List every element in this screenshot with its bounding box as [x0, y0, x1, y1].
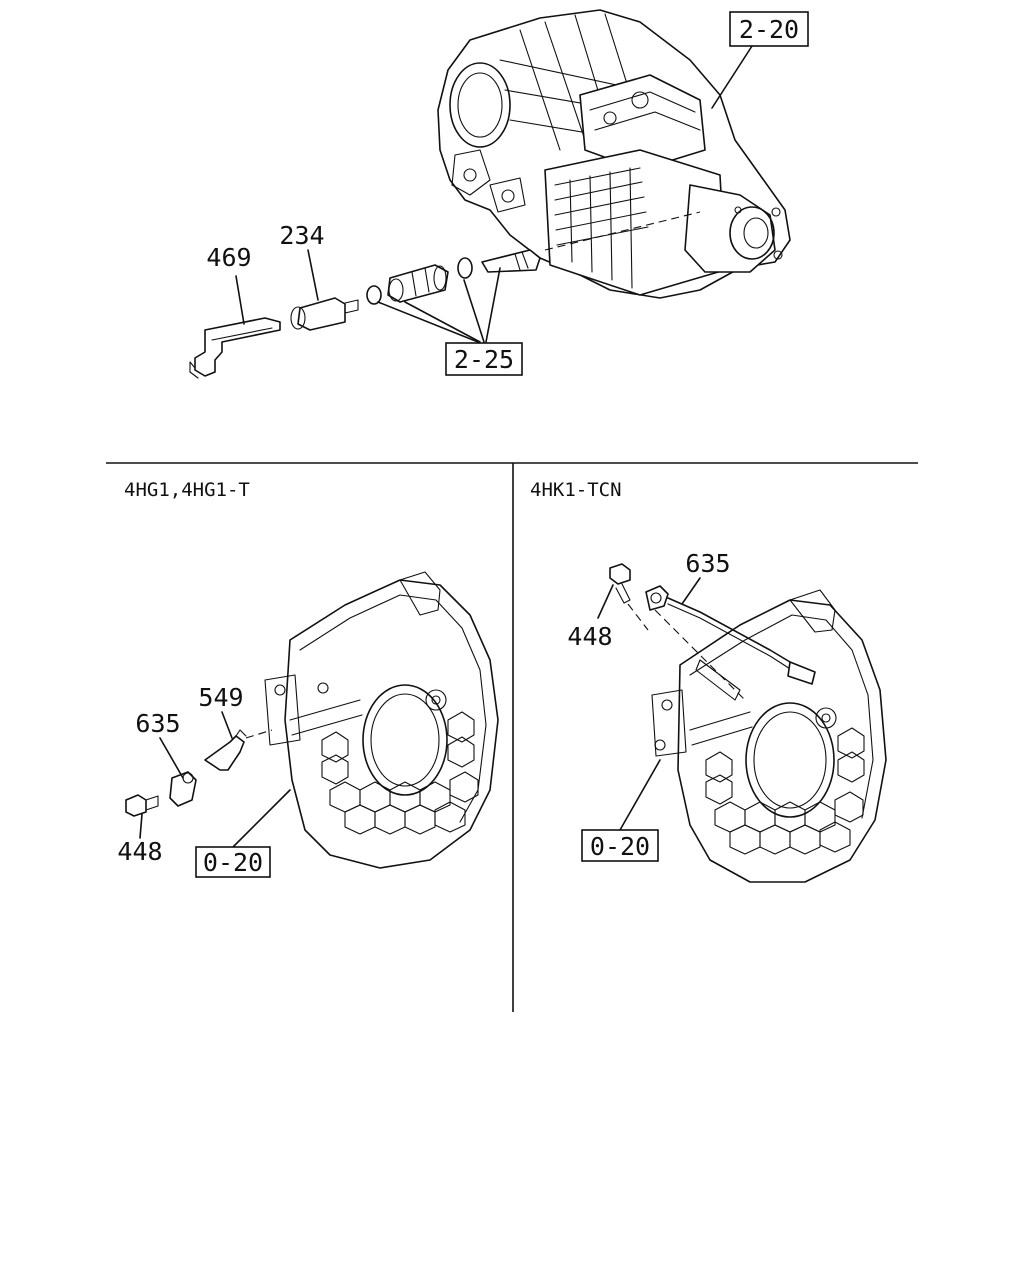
- section-title-left: 4HG1,4HG1-T: [124, 479, 250, 501]
- ref-label-0-20-left: 0-20: [203, 848, 263, 877]
- ref-box-2-20: [729, 11, 809, 47]
- leader-lines-left: [139, 711, 291, 848]
- leader-lines-top: [235, 249, 501, 343]
- part-number-448-right: 448: [567, 622, 612, 651]
- sensor-parts-left: [125, 729, 273, 817]
- ref-label-2-20: 2-20: [739, 15, 799, 44]
- callout-2-25: 2-25: [445, 342, 523, 376]
- callout-2-20: 2-20: [711, 11, 809, 109]
- ref-label-0-20-right: 0-20: [590, 832, 650, 861]
- section-title-right: 4HK1-TCN: [530, 479, 622, 501]
- part-number-635-left: 635: [135, 709, 180, 738]
- ref-label-2-25: 2-25: [454, 345, 514, 374]
- part-number-549: 549: [198, 683, 243, 712]
- part-number-448-left: 448: [117, 837, 162, 866]
- transmission-assembly-drawing: [437, 9, 791, 299]
- part-number-234: 234: [279, 221, 324, 250]
- callout-0-20-right: 0-20: [581, 829, 659, 862]
- ref-box-0-20-left: [195, 846, 271, 878]
- sensor-parts-right: [609, 563, 816, 701]
- part-number-635-right: 635: [685, 549, 730, 578]
- flywheel-housing-left: [264, 571, 499, 869]
- flywheel-housing-right: [651, 589, 887, 883]
- part-number-469: 469: [206, 243, 251, 272]
- callout-0-20-left: 0-20: [195, 846, 271, 878]
- ref-box-2-25: [445, 342, 523, 376]
- leader-lines-right: [597, 577, 701, 831]
- speedometer-gear-parts: [189, 249, 541, 379]
- ref-box-0-20-right: [581, 829, 659, 862]
